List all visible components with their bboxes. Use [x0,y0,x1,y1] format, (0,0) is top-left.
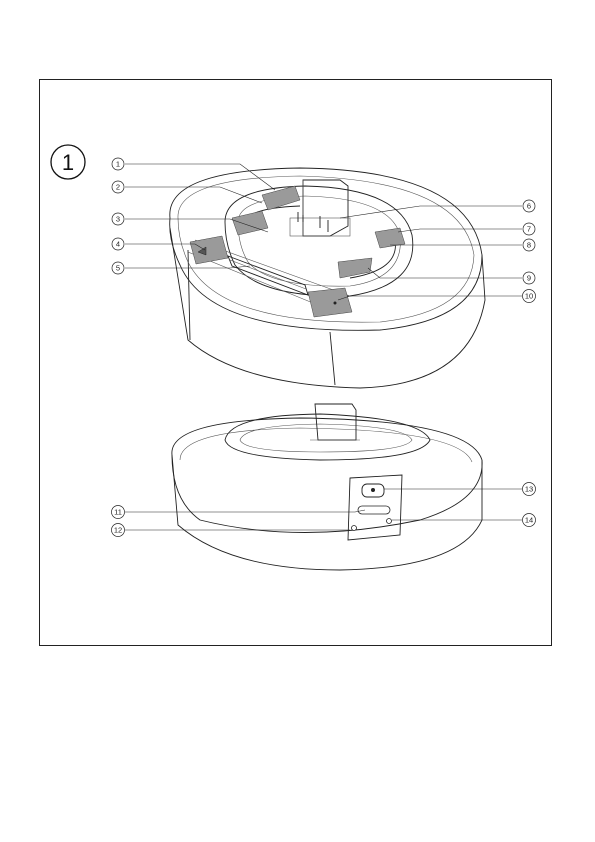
button-shaded-4 [189,235,229,265]
rear-dock [314,403,357,441]
callout-label: 2 [116,183,120,192]
audio-in-jack [386,518,392,524]
callout-label: 7 [527,225,531,234]
callout-14: 14 [522,513,536,527]
button-shaded-10 [307,287,353,318]
callout-label: 9 [527,274,531,283]
button-shaded-7 [374,227,406,249]
callout-label: 3 [116,215,120,224]
power-socket-pin [371,488,375,492]
button-shaded-3 [231,210,269,236]
callout-5: 5 [111,261,125,275]
rear-slot [357,505,391,515]
callout-11: 11 [111,505,125,519]
callout-1: 1 [111,157,125,171]
callout-12: 12 [111,523,125,537]
callout-2: 2 [111,180,125,194]
callout-7: 7 [522,222,536,236]
callout-label: 13 [525,485,533,494]
callout-9: 9 [522,271,536,285]
button-shaded-1 [261,185,301,211]
figure-frame [39,79,552,646]
callout-label: 12 [114,526,122,535]
rear-panel [347,474,403,541]
callout-10: 10 [522,289,536,303]
callout-markers: 1 2 3 4 5 6 7 8 9 10 11 12 13 14 [111,157,536,537]
callout-4: 4 [111,237,125,251]
callout-label: 6 [527,202,531,211]
callout-label: 8 [527,241,531,250]
callout-leaders [125,163,522,531]
top-view-device [169,167,486,389]
bottom-view-device [171,403,483,571]
callout-label: 4 [116,240,120,249]
callout-label: 10 [525,292,533,301]
callout-8: 8 [522,238,536,252]
reset-hole [351,525,357,531]
button-shaded-9 [337,257,373,279]
callout-label: 5 [116,264,120,273]
front-slot [227,255,309,296]
callout-label: 1 [116,160,120,169]
callout-13: 13 [522,482,536,496]
callout-label: 11 [114,508,122,517]
callout-3: 3 [111,212,125,226]
figure-number-badge: 1 [50,144,86,180]
arrow-left-icon [197,246,207,256]
figure-number: 1 [62,150,74,175]
indicator-dot [333,301,337,305]
callout-label: 14 [525,516,533,525]
callout-6: 6 [522,199,536,213]
